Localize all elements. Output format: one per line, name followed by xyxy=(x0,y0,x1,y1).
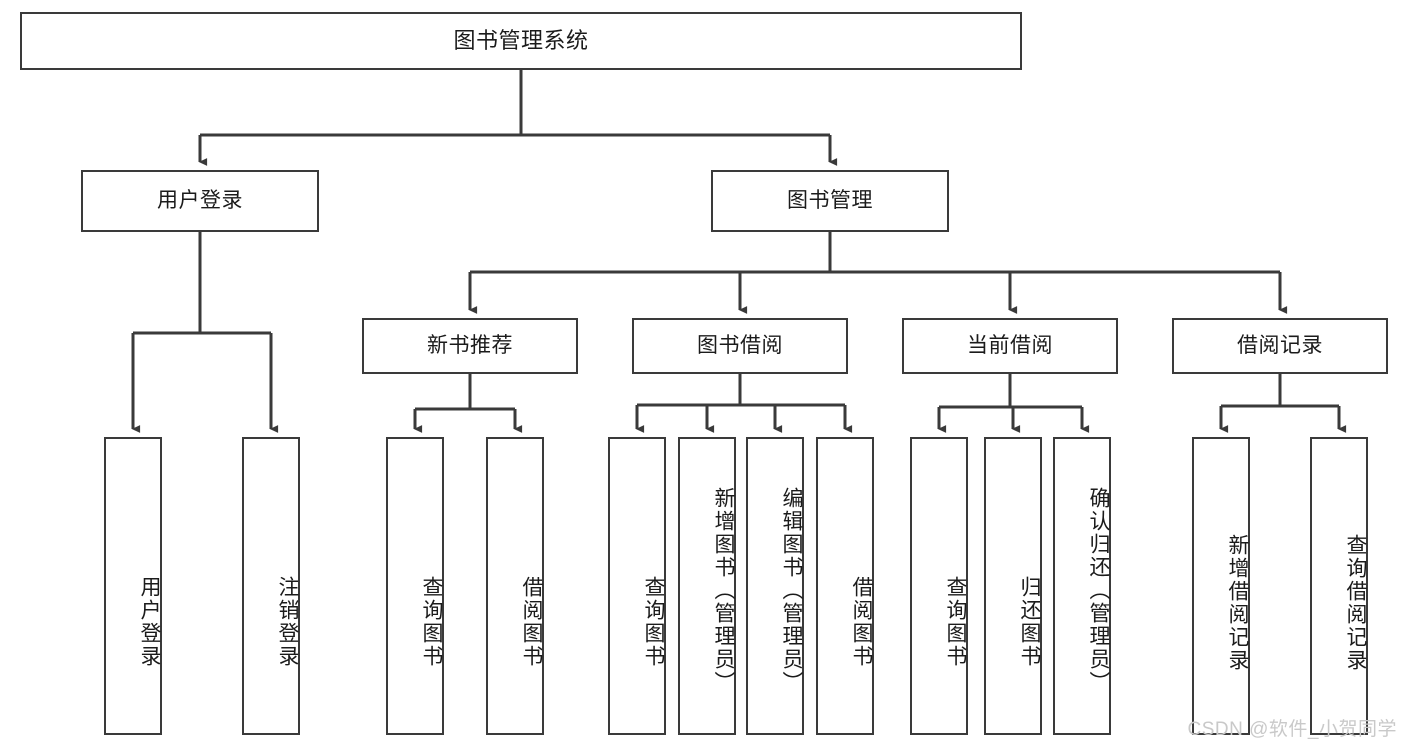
node-user-login[interactable]: 用户登录 xyxy=(81,170,319,232)
node-leaf-borrow-book-2[interactable]: 借阅图书 xyxy=(816,437,874,735)
node-leaf-logout[interactable]: 注销登录 xyxy=(242,437,300,735)
node-leaf-add-record[interactable]: 新增借阅记录 xyxy=(1192,437,1250,735)
node-leaf-query-record[interactable]: 查询借阅记录 xyxy=(1310,437,1368,735)
node-borrow-record[interactable]: 借阅记录 xyxy=(1172,318,1388,374)
node-book-manage[interactable]: 图书管理 xyxy=(711,170,949,232)
node-leaf-query-book-2[interactable]: 查询图书 xyxy=(608,437,666,735)
node-leaf-user-login-label: 用户登录 xyxy=(138,576,161,668)
node-leaf-edit-book-label: 编辑图书（管理员） xyxy=(780,486,803,694)
node-book-borrow[interactable]: 图书借阅 xyxy=(632,318,848,374)
node-book-manage-label: 图书管理 xyxy=(787,188,873,212)
node-leaf-borrow-book-1-label: 借阅图书 xyxy=(520,576,543,668)
node-current-borrow-label: 当前借阅 xyxy=(967,333,1053,357)
node-leaf-user-login[interactable]: 用户登录 xyxy=(104,437,162,735)
node-leaf-query-record-label: 查询借阅记录 xyxy=(1344,534,1367,672)
node-leaf-return-book-label: 归还图书 xyxy=(1018,576,1041,668)
node-leaf-query-book-3-label: 查询图书 xyxy=(944,576,967,668)
node-leaf-query-book-3[interactable]: 查询图书 xyxy=(910,437,968,735)
csdn-watermark: CSDN @软件_小贺同学 xyxy=(1187,719,1397,740)
node-leaf-borrow-book-1[interactable]: 借阅图书 xyxy=(486,437,544,735)
node-borrow-record-label: 借阅记录 xyxy=(1237,333,1323,357)
node-leaf-edit-book[interactable]: 编辑图书（管理员） xyxy=(746,437,804,735)
node-leaf-add-book[interactable]: 新增图书（管理员） xyxy=(678,437,736,735)
node-leaf-return-book[interactable]: 归还图书 xyxy=(984,437,1042,735)
node-leaf-logout-label: 注销登录 xyxy=(276,576,299,668)
node-new-book-rec-label: 新书推荐 xyxy=(427,333,513,357)
node-root-label: 图书管理系统 xyxy=(453,28,589,54)
node-leaf-confirm-return-label: 确认归还（管理员） xyxy=(1087,486,1110,694)
node-user-login-label: 用户登录 xyxy=(157,188,243,212)
node-new-book-rec[interactable]: 新书推荐 xyxy=(362,318,578,374)
node-leaf-query-book-2-label: 查询图书 xyxy=(642,576,665,668)
node-leaf-confirm-return[interactable]: 确认归还（管理员） xyxy=(1053,437,1111,735)
node-root[interactable]: 图书管理系统 xyxy=(20,12,1022,70)
node-leaf-query-book-1-label: 查询图书 xyxy=(420,576,443,668)
node-leaf-add-record-label: 新增借阅记录 xyxy=(1226,534,1249,672)
node-leaf-borrow-book-2-label: 借阅图书 xyxy=(850,576,873,668)
node-current-borrow[interactable]: 当前借阅 xyxy=(902,318,1118,374)
node-leaf-query-book-1[interactable]: 查询图书 xyxy=(386,437,444,735)
node-book-borrow-label: 图书借阅 xyxy=(697,333,783,357)
node-leaf-add-book-label: 新增图书（管理员） xyxy=(712,486,735,694)
